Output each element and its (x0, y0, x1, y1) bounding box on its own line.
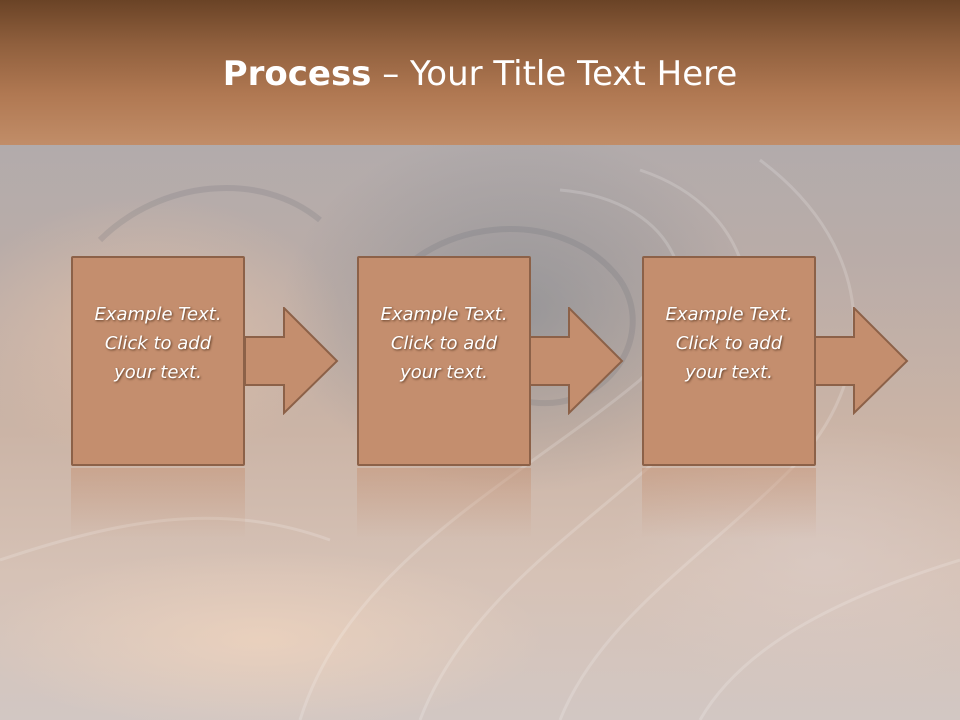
step-reflection (642, 468, 816, 538)
process-step-box[interactable]: Example Text. Click to add your text. (642, 256, 816, 466)
title-bold-part: Process (222, 54, 372, 94)
step-text-line: Example Text. (94, 303, 222, 325)
title-rest-part: – Your Title Text Here (371, 54, 738, 94)
step-text-line: Click to add (104, 332, 212, 354)
step-text-line: Example Text. (380, 303, 508, 325)
step-text: Example Text. Click to add your text. (654, 300, 804, 387)
title-bar: Process – Your Title Text Here (0, 0, 960, 145)
slide-title[interactable]: Process – Your Title Text Here (0, 52, 960, 96)
step-reflection (71, 468, 245, 538)
right-arrow-icon (814, 307, 909, 415)
step-text-line: Click to add (675, 332, 783, 354)
step-text-line: your text. (685, 361, 773, 383)
right-arrow-icon (244, 307, 339, 415)
process-step-box[interactable]: Example Text. Click to add your text. (71, 256, 245, 466)
right-arrow-icon (529, 307, 624, 415)
process-step-box[interactable]: Example Text. Click to add your text. (357, 256, 531, 466)
step-text: Example Text. Click to add your text. (83, 300, 233, 387)
step-text: Example Text. Click to add your text. (369, 300, 519, 387)
step-text-line: Click to add (390, 332, 498, 354)
step-text-line: your text. (400, 361, 488, 383)
step-reflection (357, 468, 531, 538)
step-text-line: Example Text. (665, 303, 793, 325)
step-text-line: your text. (114, 361, 202, 383)
